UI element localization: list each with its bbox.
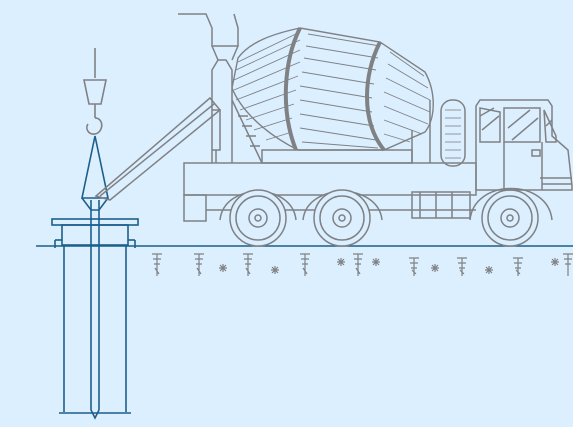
discharge-chute [96, 98, 220, 200]
crane-hook [84, 48, 106, 134]
grass-tufts [152, 254, 573, 276]
truck-cab [476, 100, 572, 190]
tremie-pipe [82, 136, 108, 418]
truck-wheel [230, 190, 286, 246]
mixer-drum [232, 28, 433, 150]
pile-casing [52, 219, 138, 413]
truck-wheel [482, 190, 538, 246]
truck-wheel [314, 190, 370, 246]
